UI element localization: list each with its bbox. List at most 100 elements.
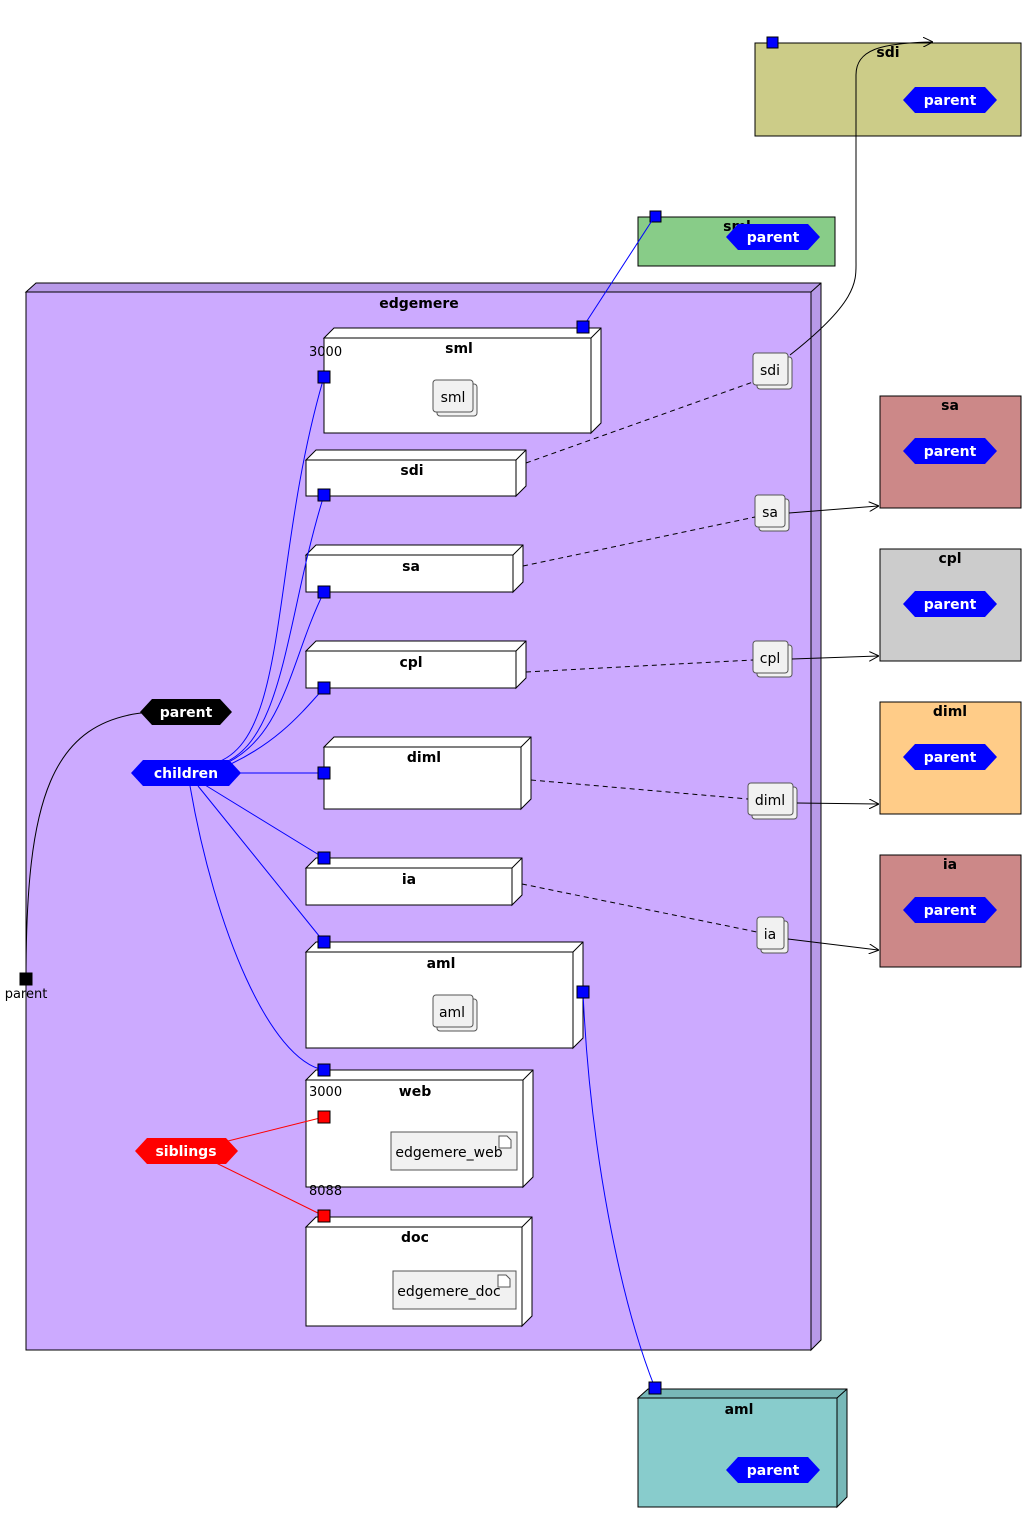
sml-artifact-stack[interactable]: sml [432,379,478,417]
link-cpl[interactable]: cpl [752,640,793,678]
external-cpl-title: cpl [938,551,961,567]
external-sdi[interactable]: sdi parent [754,36,1022,137]
arrow-cpl [791,656,878,659]
arrow-ia [787,938,878,950]
node-cpl[interactable]: cpl [304,640,527,690]
file-icon [498,1135,512,1149]
port-edgemere-parent [19,972,33,986]
node-web-port-label: 3000 [309,1085,342,1100]
children-hex-label: children [154,766,218,782]
port-sdi [317,488,331,502]
node-aml-title: aml [427,956,456,972]
external-cpl-parent-label: parent [924,597,977,613]
port-external-aml [648,1381,662,1395]
siblings-links [209,1116,325,1217]
external-ia-parent-label: parent [924,903,977,919]
external-sml-port [649,210,662,223]
external-sa[interactable]: sa parent [879,395,1022,509]
arrow-sa [788,506,878,514]
port-aml-left [317,935,331,949]
node-sml-title: sml [445,341,473,357]
node-sml[interactable]: sml 3000 sml [309,327,602,435]
doc-artifact-label: edgemere_doc [397,1284,500,1300]
external-sdi-port [766,36,779,49]
external-sml[interactable]: sml parent [637,210,836,267]
children-links [189,215,656,1389]
node-diml-title: diml [407,750,441,766]
sml-artifact-label: sml [441,390,466,406]
children-to-ia [204,784,325,859]
port-sml-left [317,370,331,384]
external-sa-parent-label: parent [924,444,977,460]
node-sml-port-label: 3000 [309,345,342,360]
parent-hex[interactable]: parent [140,699,232,725]
node-sa[interactable]: sa [304,544,524,594]
external-diml[interactable]: diml parent [879,701,1022,815]
link-diml-label: diml [755,793,785,809]
node-sa-title: sa [402,559,420,575]
node-web[interactable]: web 3000 edgemere_web [304,1069,534,1189]
node-doc-port-label: 8088 [309,1184,342,1199]
external-sa-title: sa [941,398,959,414]
arrow-diml [796,803,878,804]
arrow-sdi [789,42,932,356]
children-to-sa [219,591,325,767]
link-diml[interactable]: diml [747,782,798,820]
external-ia-title: ia [943,857,957,873]
external-aml-parent-hex [726,1457,820,1483]
external-sdi-title: sdi [876,45,899,61]
port-cpl [317,681,331,695]
web-artifact[interactable]: edgemere_web [390,1131,518,1171]
external-diml-parent-hex [903,744,997,770]
node-ports [19,320,662,1395]
external-aml[interactable]: aml parent [636,1388,848,1509]
port-sml-top [576,320,590,334]
port-sa [317,585,331,599]
external-sdi-parent-hex [903,87,997,113]
children-hex[interactable]: children [131,760,241,786]
dashed-connectors [521,381,758,933]
node-sdi[interactable]: sdi [304,449,527,498]
node-doc[interactable]: doc 8088 edgemere_doc [304,1184,533,1328]
node-aml[interactable]: aml aml [304,941,584,1050]
siblings-to-web [219,1116,325,1144]
node-web-title: web [399,1084,431,1100]
edgemere-title: edgemere [379,296,459,312]
edgemere-node[interactable]: edgemere [24,282,822,1352]
port-aml-right [576,985,590,999]
siblings-to-doc [209,1159,325,1217]
external-cpl[interactable]: cpl parent [879,548,1022,662]
web-artifact-label: edgemere_web [395,1145,502,1161]
link-sa[interactable]: sa [754,494,790,532]
sml-to-external-sml [582,215,656,328]
aml-artifact-label: aml [439,1005,465,1021]
parent-hex-label: parent [160,705,213,721]
node-sdi-title: sdi [400,463,423,479]
node-diml[interactable]: diml [322,736,532,811]
parent-link [25,711,151,980]
children-to-sml [214,376,325,764]
link-sa-label: sa [762,505,778,521]
aml-to-external-aml [582,991,656,1389]
link-cpl-label: cpl [760,651,780,667]
external-ia[interactable]: ia parent [879,854,1022,968]
arrow-connectors [787,42,932,950]
external-aml-title: aml [725,1402,754,1418]
doc-artifact[interactable]: edgemere_doc [392,1270,517,1310]
connector-sa [522,516,756,567]
external-sml-parent-hex [726,224,820,250]
aml-artifact-stack[interactable]: aml [432,994,478,1032]
connector-cpl [525,659,754,673]
link-ia[interactable]: ia [756,916,789,954]
external-sml-parent-label: parent [747,230,800,246]
link-sdi[interactable]: sdi [752,352,793,390]
children-to-cpl [221,687,325,769]
connector-ia [521,883,758,933]
node-doc-title: doc [401,1230,429,1246]
external-cpl-parent-hex [903,591,997,617]
port-ia [317,851,331,865]
siblings-hex[interactable]: siblings [135,1138,238,1164]
node-ia[interactable]: ia [304,857,523,907]
children-to-web [189,785,325,1071]
